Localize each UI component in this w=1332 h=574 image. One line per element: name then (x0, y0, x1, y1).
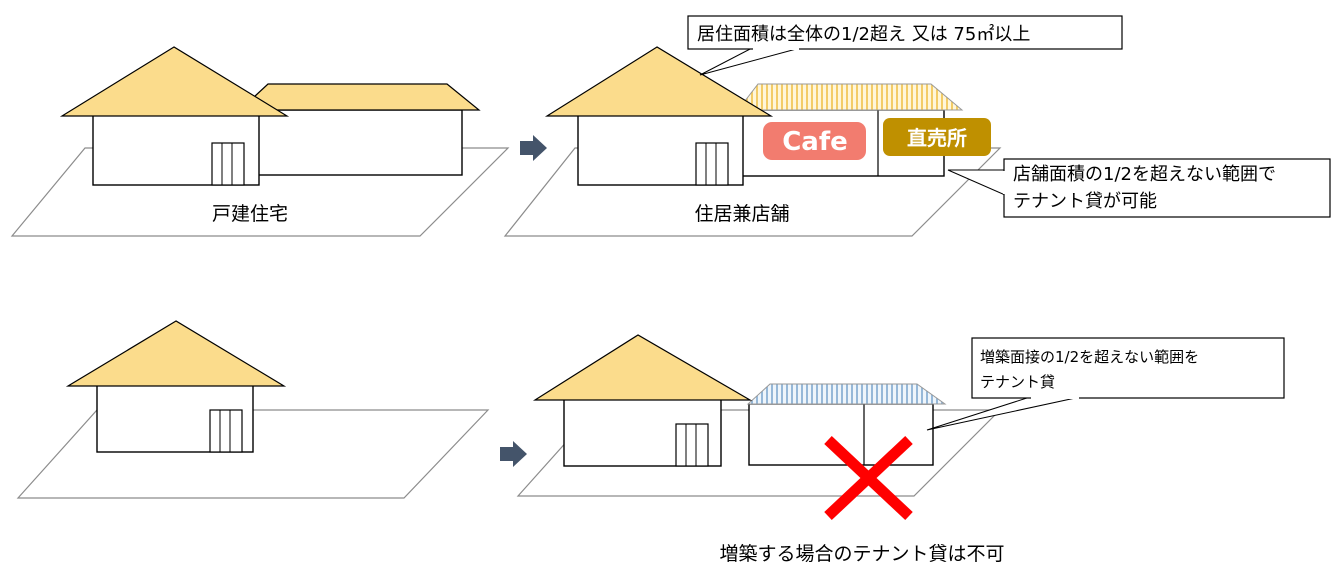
scene-house-extension (516, 334, 1002, 521)
scene-small-house (16, 320, 490, 499)
cafe-sign: Cafe (763, 122, 866, 160)
right-arrow-icon (520, 135, 547, 161)
right-arrow-icon (500, 441, 527, 467)
svg-text:テナント貸: テナント貸 (980, 373, 1055, 391)
shop-roof-hatched (736, 83, 964, 111)
house-roof (532, 334, 753, 401)
callout-tenant-allowed: 店舗面積の1/2を超えない範囲で テナント貸が可能 (947, 158, 1331, 218)
door (211, 142, 245, 186)
door (675, 423, 709, 467)
callout-extension-tenant: 増築面接の1/2を超えない範囲を テナント貸 (926, 337, 1285, 431)
scene-detached-house: 戸建住宅 (10, 46, 510, 237)
main-house-roof (544, 46, 774, 117)
caption-residence-shop: 住居兼店舗 (694, 203, 789, 225)
door (209, 409, 243, 453)
shop-sign: 直売所 (883, 118, 991, 156)
annex-wall (257, 109, 463, 176)
svg-text:店舗面積の1/2を超えない範囲で: 店舗面積の1/2を超えない範囲で (1013, 164, 1276, 185)
caption-extension-not-allowed: 増築する場合のテナント貸は不可 (719, 543, 1004, 565)
caption-detached-house: 戸建住宅 (212, 203, 288, 225)
scene-residence-shop: Cafe 直売所 住居兼店舗 (503, 46, 1002, 237)
prohibited-cross-icon (824, 435, 913, 521)
main-house-roof (59, 46, 290, 117)
svg-text:直売所: 直売所 (907, 126, 967, 150)
svg-text:居住面積は全体の1/2超え 又は 75㎡以上: 居住面積は全体の1/2超え 又は 75㎡以上 (697, 23, 1030, 45)
extension-roof-hatched (746, 383, 947, 405)
svg-text:増築面接の1/2を超えない範囲を: 増築面接の1/2を超えない範囲を (980, 348, 1199, 366)
annex-roof (238, 83, 481, 111)
svg-text:Cafe: Cafe (782, 127, 848, 157)
svg-text:テナント貸が可能: テナント貸が可能 (1013, 191, 1157, 212)
house-roof (65, 320, 287, 387)
callout-residence-area: 居住面積は全体の1/2超え 又は 75㎡以上 (687, 15, 1123, 76)
door (695, 142, 729, 186)
